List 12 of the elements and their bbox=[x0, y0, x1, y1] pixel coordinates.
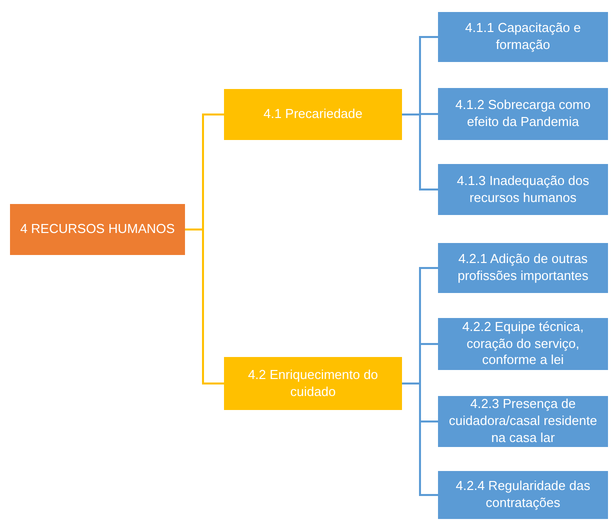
topic-box: 4 RECURSOS HUMANOS bbox=[10, 204, 185, 255]
subtopic-box: 4.1.3 Inadequação dos recursos humanos bbox=[438, 164, 608, 215]
subtopic-box: 4.2.4 Regularidade das contratações bbox=[438, 471, 608, 519]
subtopic-box: 4.2.3 Presença de cuidadora/casal residente na casa lar bbox=[438, 396, 608, 447]
connector-line bbox=[402, 114, 438, 190]
subtopic-box: 4.1.1 Capacitação e formação bbox=[438, 12, 608, 62]
connector-line bbox=[185, 228, 224, 384]
subtopic-box: 4.1.2 Sobrecarga como efeito da Pandemia bbox=[438, 88, 608, 140]
category-box: 4.2 Enriquecimento do cuidado bbox=[224, 357, 402, 410]
subtopic-box: 4.2.2 Equipe técnica, coração do serviço, conforme a lei bbox=[438, 318, 608, 370]
category-box: 4.1 Precariedade bbox=[224, 89, 402, 140]
subtopic-box: 4.2.1 Adição de outras profissões importantes bbox=[438, 243, 608, 293]
